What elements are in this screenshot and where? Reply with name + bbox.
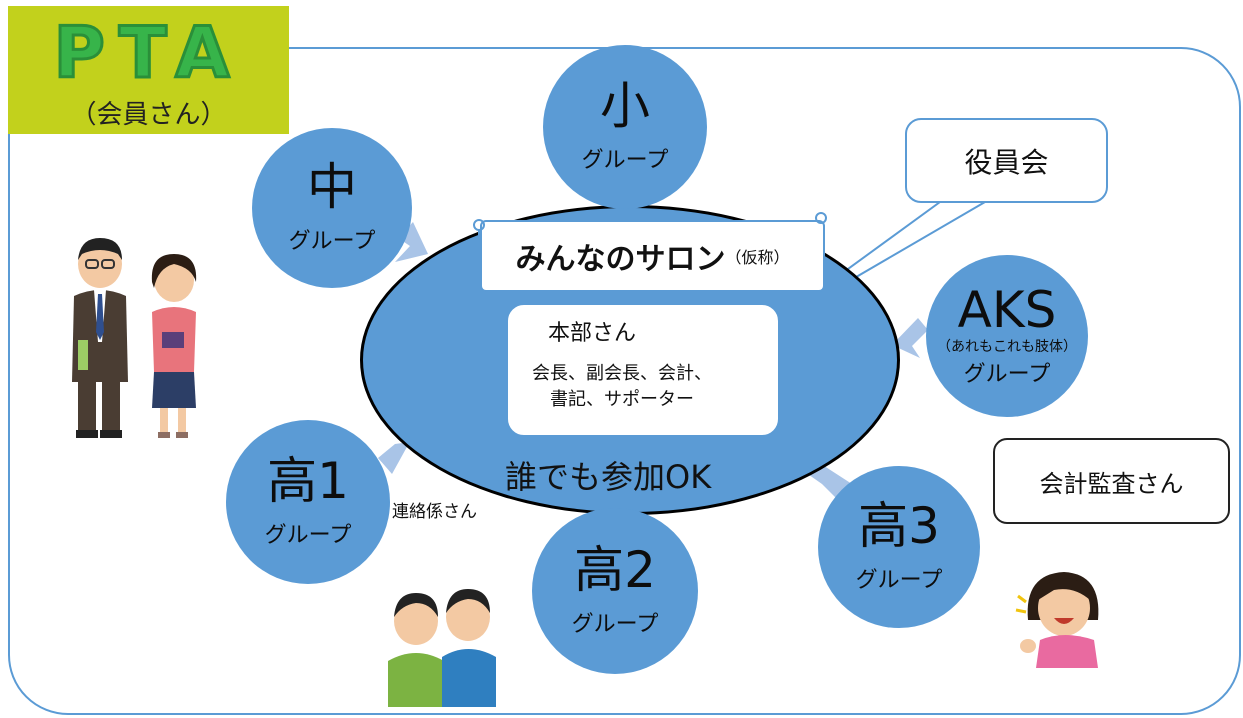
group-aks-name: AKS bbox=[957, 280, 1057, 339]
pta-label: PTA （会員さん） bbox=[8, 6, 289, 134]
group-aks-circle: AKS （あれもこれも肢体） グループ bbox=[926, 255, 1088, 417]
group-chu-label: グループ bbox=[288, 229, 376, 255]
yakuin-callout: 役員会 bbox=[905, 118, 1108, 203]
group-aks-label: グループ bbox=[963, 362, 1051, 388]
two-boys-icon bbox=[388, 589, 496, 707]
kansa-box: 会計監査さん bbox=[993, 438, 1230, 524]
parents-couple-icon bbox=[72, 238, 197, 438]
group-ko1-label: グループ bbox=[264, 523, 352, 549]
group-sho-name: 小 bbox=[600, 76, 650, 135]
arrow-chu bbox=[395, 222, 428, 262]
group-aks-note: （あれもこれも肢体） bbox=[937, 339, 1077, 356]
honbu-members: 会長、副会長、会計、 書記、サポーター bbox=[532, 363, 712, 411]
group-ko2-name: 高2 bbox=[574, 540, 656, 599]
salon-banner-note: （仮称） bbox=[725, 248, 790, 267]
cheerful-woman-icon bbox=[1015, 572, 1099, 668]
group-chu-name: 中 bbox=[307, 157, 357, 216]
arrow-ko1 bbox=[378, 440, 425, 474]
group-ko3-name: 高3 bbox=[858, 496, 940, 555]
group-sho-circle: 小 グループ bbox=[543, 45, 707, 209]
salon-open-label: 誰でも参加OK bbox=[505, 458, 712, 496]
group-ko2-circle: 高2 グループ bbox=[532, 508, 698, 674]
honbu-box: 本部さん 会長、副会長、会計、 書記、サポーター bbox=[506, 303, 780, 437]
group-ko1-circle: 高1 グループ bbox=[226, 420, 390, 584]
salon-banner-title: みんなのサロン bbox=[515, 242, 726, 277]
group-ko3-circle: 高3 グループ bbox=[818, 466, 980, 628]
group-ko3-label: グループ bbox=[855, 568, 943, 594]
salon-banner: みんなのサロン （仮称） bbox=[480, 220, 825, 292]
renraku-label: 連絡係さん bbox=[392, 502, 477, 522]
pta-subtitle: （会員さん） bbox=[70, 100, 227, 130]
group-chu-circle: 中 グループ bbox=[252, 128, 412, 288]
group-ko2-label: グループ bbox=[571, 612, 659, 638]
group-sho-label: グループ bbox=[581, 148, 669, 174]
honbu-title: 本部さん bbox=[548, 321, 637, 346]
arrow-aks bbox=[892, 318, 928, 358]
pta-title: PTA bbox=[52, 11, 244, 96]
group-ko1-name: 高1 bbox=[267, 451, 349, 510]
